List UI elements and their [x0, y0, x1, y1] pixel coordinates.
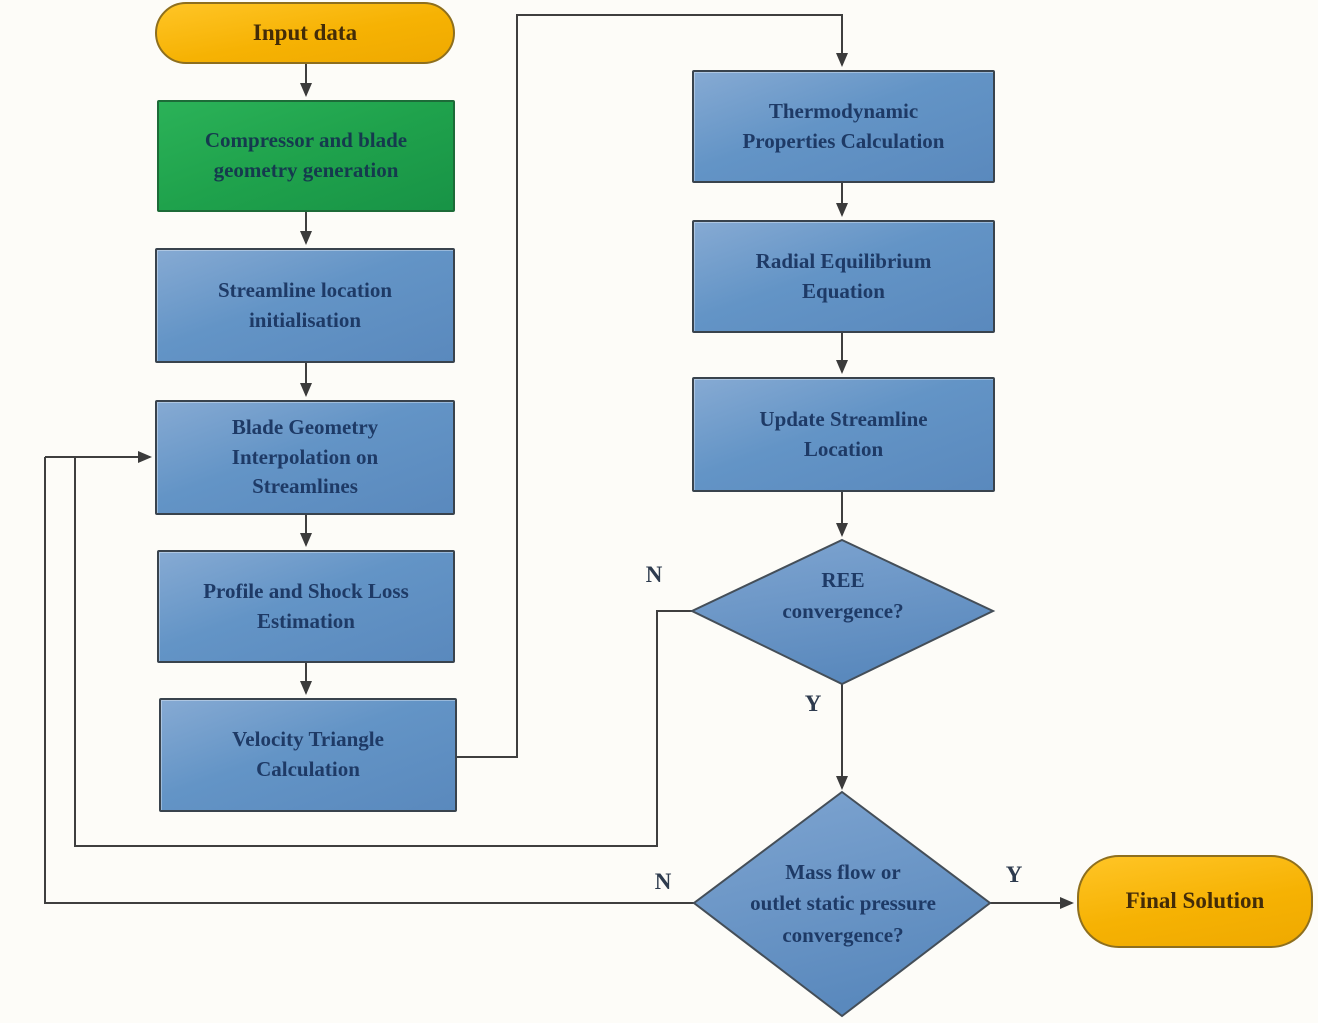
node-profile-shock-loss: Profile and Shock Loss Estimation: [157, 550, 455, 663]
label-ree-yes: Y: [804, 691, 822, 716]
edge-velocity-to-thermo: [457, 14, 848, 758]
label-ree-no: N: [645, 562, 663, 587]
node-thermodynamic-props: Thermodynamic Properties Calculation: [692, 70, 995, 183]
decision-ree-shape: [689, 538, 996, 686]
node-streamline-init: Streamline location initialisation: [155, 248, 455, 363]
decision-massflow-shape: [692, 790, 992, 1018]
node-final-solution: Final Solution: [1077, 855, 1313, 948]
node-massflow-convergence: Mass flow or outlet static pressure conv…: [750, 859, 936, 947]
node-ree-convergence: REE convergence?: [782, 567, 904, 624]
node-compressor-geometry: Compressor and blade geometry generation: [157, 100, 455, 212]
node-input-data: Input data: [155, 2, 455, 64]
node-radial-equilibrium: Radial Equilibrium Equation: [692, 220, 995, 333]
label-mass-no: N: [654, 869, 672, 894]
edge-mass-no-loop: [44, 457, 694, 904]
edge-ree-no-loop: [74, 457, 692, 847]
node-update-streamline: Update Streamline Location: [692, 377, 995, 492]
node-blade-interpolation: Blade Geometry Interpolation on Streamli…: [155, 400, 455, 515]
label-mass-yes: Y: [1005, 862, 1023, 887]
node-velocity-triangle: Velocity Triangle Calculation: [159, 698, 457, 812]
